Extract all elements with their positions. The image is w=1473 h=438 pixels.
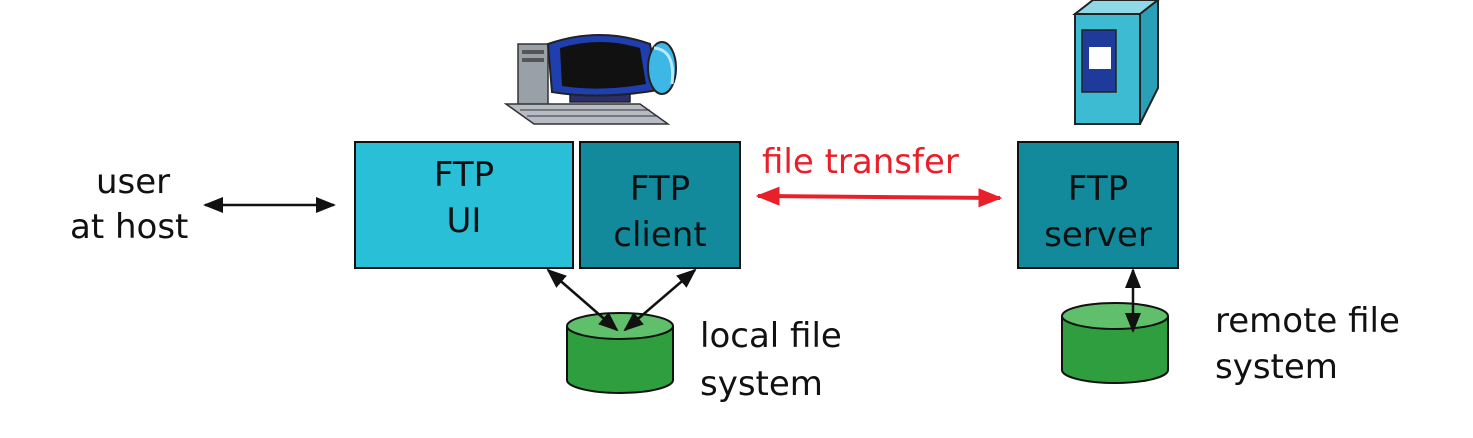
ftp-ui-label-line1: FTP <box>433 155 495 195</box>
local-fs-label-line1: local file <box>700 316 842 356</box>
ftp-ui-label: FTP UI <box>355 152 573 244</box>
local-disk-icon <box>566 312 674 394</box>
ftp-server-box <box>1017 141 1179 269</box>
ftp-client-label-line2: client <box>613 215 707 255</box>
user-label-line2-wrap: at host <box>70 205 188 249</box>
ftp-client-label-line1: FTP <box>629 169 691 209</box>
server-tower-icon <box>1072 0 1160 125</box>
file-transfer-label: file transfer <box>762 142 959 182</box>
ftp-server-label: FTP server <box>1018 166 1178 258</box>
remote-fs-label: remote file system <box>1215 298 1400 390</box>
local-fs-label: local file system <box>700 312 842 408</box>
remote-disk-icon <box>1061 302 1169 384</box>
remote-fs-label-line1: remote file <box>1215 301 1400 341</box>
user-label-line2: at host <box>70 207 189 247</box>
ftp-ui-box <box>354 141 574 269</box>
ftp-client-box <box>579 141 741 269</box>
user-label: user <box>96 160 170 204</box>
local-fs-label-line2: system <box>700 364 823 404</box>
ftp-ui-label-line2: UI <box>446 201 482 241</box>
file-transfer-arrow <box>755 186 1003 208</box>
remote-fs-label-line2: system <box>1215 347 1338 387</box>
ftp-client-label: FTP client <box>580 166 740 258</box>
client-localfs-arrow <box>623 268 697 332</box>
ui-localfs-arrow <box>546 268 619 332</box>
ftp-server-label-line2: server <box>1044 215 1152 255</box>
user-label-line1: user <box>96 162 171 202</box>
desktop-computer-icon <box>503 34 677 125</box>
ftp-server-label-line1: FTP <box>1067 169 1129 209</box>
